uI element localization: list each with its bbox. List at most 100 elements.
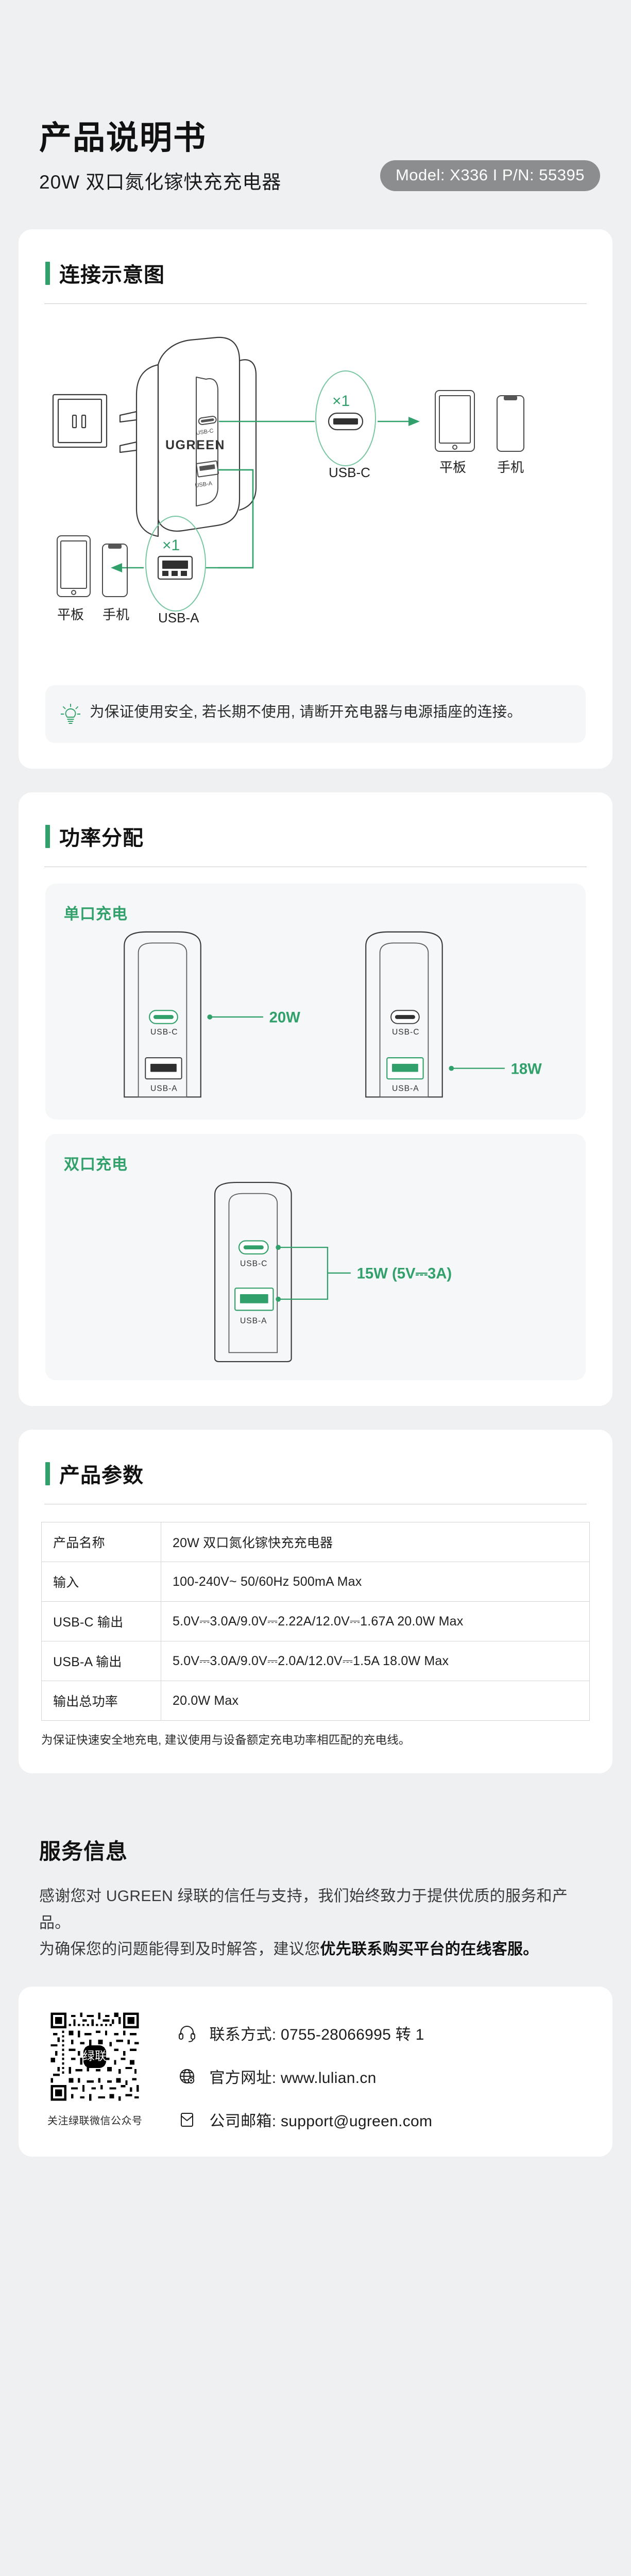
spec-key: 产品名称 (41, 1522, 161, 1563)
contact-list: 联系方式: 0755-28066995 转 1 官方网址: www.lulian… (177, 2010, 592, 2131)
spec-value: 5.0V⎓3.0A/9.0V⎓2.0A/12.0V⎓1.5A 18.0W Max (161, 1641, 590, 1682)
usba-power-value: 18W (511, 1061, 542, 1078)
contact-email-text: 公司邮箱: support@ugreen.com (209, 2112, 433, 2130)
dual-port-panel: 双口充电 .body2 { stroke:#3a3a3a; stroke-wid… (45, 1134, 586, 1381)
phone-caption-top: 手机 (497, 460, 524, 475)
accent-bar (45, 1462, 50, 1485)
contact-website-text: 官方网址: www.lulian.cn (209, 2069, 377, 2087)
spec-value: 5.0V⎓3.0A/9.0V⎓2.22A/12.0V⎓1.67A 20.0W M… (161, 1601, 590, 1642)
tablet-caption-bottom: 平板 (57, 607, 84, 622)
section-divider (44, 303, 587, 304)
service-paragraph-1: 感谢您对 UGREEN 绿联的信任与支持，我们始终致力于提供优质的服务和产品。 (39, 1888, 568, 1931)
usba-count-label: ×1 (162, 537, 180, 554)
header-text-group: 产品说明书 20W 双口氮化镓快充充电器 (39, 121, 281, 194)
contact-card: 绿联 关注绿联微信公众号 联系方式: 0755-28066995 转 1 (19, 1986, 612, 2157)
connection-section-header: 连接示意图 (41, 258, 590, 288)
spec-value: 20W 双口氮化镓快充充电器 (161, 1522, 590, 1563)
phone-caption-bottom: 手机 (103, 607, 129, 622)
charger-usbc-active: USB-C USB-A 20W (124, 931, 300, 1098)
single-port-panel: 单口充电 .body { stroke:#3a3a3a; stroke-widt… (45, 884, 586, 1120)
svg-text:UGREEN: UGREEN (165, 438, 225, 452)
connection-diagram: .ln { stroke:#3a3a3a; stroke-width:2.2; … (41, 304, 590, 668)
table-row: USB-C 输出 5.0V⎓3.0A/9.0V⎓2.22A/12.0V⎓1.67… (41, 1601, 590, 1642)
spec-key: 输入 (41, 1562, 161, 1602)
model-badge: Model: X336 I P/N: 55395 (380, 160, 600, 192)
spec-value: 100-240V~ 50/60Hz 500mA Max (161, 1562, 590, 1602)
usbc-port-label-right: USB-C (392, 1028, 419, 1037)
usbc-caption: USB-C (329, 465, 370, 480)
lightbulb-icon (61, 704, 80, 726)
dual-port-illustration: .body2 { stroke:#3a3a3a; stroke-width:2.… (214, 1182, 452, 1363)
service-info-block: 服务信息 感谢您对 UGREEN 绿联的信任与支持，我们始终致力于提供优质的服务… (0, 1773, 631, 1963)
globe-icon (177, 2066, 197, 2087)
single-port-figures: .body { stroke:#3a3a3a; stroke-width:2.2… (64, 929, 567, 1104)
connection-section-title: 连接示意图 (59, 264, 165, 287)
product-subtitle: 20W 双口氮化镓快充充电器 (39, 172, 282, 193)
usba-highlight-ellipse (145, 516, 206, 612)
qr-caption: 关注绿联微信公众号 (47, 2115, 143, 2127)
table-row: 产品名称 20W 双口氮化镓快充充电器 (41, 1522, 590, 1563)
single-port-label: 单口充电 (64, 906, 128, 923)
spec-key: USB-A 输出 (41, 1641, 161, 1682)
charger-dual-active: USB-C USB-A 15W (5V⎓3A) (214, 1182, 452, 1363)
usba-port-label-left: USB-A (150, 1084, 178, 1093)
device-usbc-label: USB-C (195, 428, 214, 436)
tablet-icon-top (434, 390, 475, 452)
document-header: 产品说明书 20W 双口氮化镓快充充电器 Model: X336 I P/N: … (0, 0, 631, 194)
connection-diagram-card: 连接示意图 .ln { stroke:#3a3a3a; stroke-width… (19, 229, 612, 769)
contact-row-email[interactable]: 公司邮箱: support@ugreen.com (177, 2108, 592, 2131)
dual-port-label: 双口充电 (64, 1156, 128, 1174)
accent-bar (45, 261, 50, 285)
service-paragraph-2-prefix: 为确保您的问题能得到及时解答，建议您 (39, 1941, 320, 1958)
headset-icon (177, 2023, 197, 2043)
accent-bar (45, 824, 50, 848)
table-row: USB-A 输出 5.0V⎓3.0A/9.0V⎓2.0A/12.0V⎓1.5A … (41, 1641, 590, 1682)
usba-caption: USB-A (158, 610, 199, 625)
tablet-caption-top: 平板 (439, 460, 466, 475)
dual-port-figures: .body2 { stroke:#3a3a3a; stroke-width:2.… (64, 1179, 567, 1365)
usbc-highlight-ellipse (315, 370, 376, 467)
spec-section-header: 产品参数 (41, 1459, 590, 1488)
service-section-title: 服务信息 (39, 1839, 128, 1864)
connection-illustration: .ln { stroke:#3a3a3a; stroke-width:2.2; … (52, 337, 524, 625)
spec-section-title: 产品参数 (59, 1464, 144, 1487)
charger-usba-active: USB-C USB-A 18W (365, 931, 542, 1098)
power-section-title: 功率分配 (59, 827, 144, 850)
contact-row-website[interactable]: 官方网址: www.lulian.cn (177, 2065, 592, 2088)
device-usba-label: USB-A (194, 480, 213, 489)
contact-phone-text: 联系方式: 0755-28066995 转 1 (209, 2026, 424, 2043)
charger-illustration: UGREEN USB-C USB-A (119, 337, 257, 537)
usbc-connector-icon (328, 413, 363, 431)
safety-tip-text: 为保证使用安全, 若长期不使用, 请断开充电器与电源插座的连接。 (90, 704, 522, 721)
usba-port-label-dual: USB-A (240, 1317, 267, 1326)
usba-port-label-right: USB-A (392, 1084, 419, 1093)
spec-key: 输出总功率 (41, 1681, 161, 1721)
service-paragraph-2-emphasis: 优先联系购买平台的在线客服。 (320, 1941, 539, 1958)
power-distribution-card: 功率分配 单口充电 .body { stroke:#3a3a3a; stroke… (19, 792, 612, 1406)
contact-row-phone: 联系方式: 0755-28066995 转 1 (177, 2022, 592, 2044)
single-port-illustration: .body { stroke:#3a3a3a; stroke-width:2.2… (124, 931, 542, 1098)
service-paragraphs: 感谢您对 UGREEN 绿联的信任与支持，我们始终致力于提供优质的服务和产品。 … (39, 1883, 592, 1963)
usbc-port-label-left: USB-C (150, 1028, 178, 1037)
table-row: 输出总功率 20.0W Max (41, 1681, 590, 1721)
usbc-port-label-dual: USB-C (240, 1259, 267, 1268)
tablet-icon-bottom (56, 535, 91, 598)
usbc-count-label: ×1 (332, 393, 350, 410)
qrcode-icon: 绿联 (48, 2010, 142, 2103)
spec-footnote: 为保证快速安全地充电, 建议使用与设备额定充电功率相匹配的充电线。 (41, 1734, 411, 1747)
dual-port-power-value: 15W (5V⎓3A) (357, 1265, 452, 1282)
spec-value: 20.0W Max (161, 1681, 590, 1721)
qr-center-label: 绿联 (83, 2049, 107, 2063)
spec-card: 产品参数 产品名称 20W 双口氮化镓快充充电器 输入 100-240V~ 50… (19, 1430, 612, 1774)
phone-icon-bottom (101, 544, 128, 598)
table-row: 输入 100-240V~ 50/60Hz 500mA Max (41, 1562, 590, 1602)
spec-key: USB-C 输出 (41, 1601, 161, 1642)
power-section-header: 功率分配 (41, 821, 590, 851)
qr-column: 绿联 关注绿联微信公众号 (47, 2010, 143, 2127)
usba-connector-icon (157, 556, 193, 580)
spec-table: 产品名称 20W 双口氮化镓快充充电器 输入 100-240V~ 50/60Hz… (41, 1522, 590, 1721)
phone-icon-top (496, 395, 524, 452)
safety-tip-box: 为保证使用安全, 若长期不使用, 请断开充电器与电源插座的连接。 (45, 685, 586, 743)
page-title: 产品说明书 (39, 120, 207, 156)
